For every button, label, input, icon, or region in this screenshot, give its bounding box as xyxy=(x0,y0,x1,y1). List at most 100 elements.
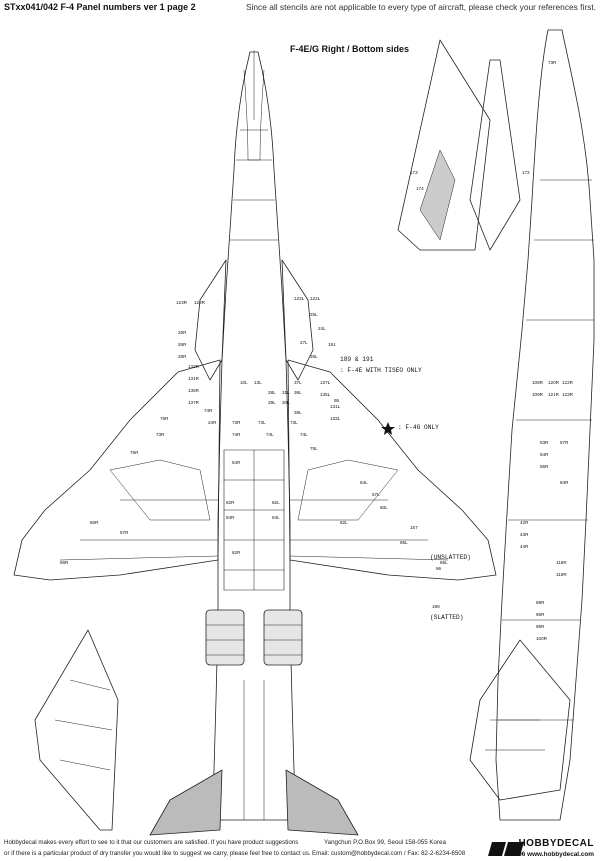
panel-label: 53R xyxy=(540,440,549,445)
left-wing-outline xyxy=(13,359,221,581)
panel-label: 173 xyxy=(410,170,418,175)
panel-label: 137R xyxy=(188,400,199,405)
left-stabilator xyxy=(149,769,223,836)
left-nozzle xyxy=(205,609,245,666)
panel-label: 24R xyxy=(208,420,217,425)
panel-label: 120R xyxy=(548,380,559,385)
view-subtitle: F-4E/G Right / Bottom sides xyxy=(290,44,410,54)
panel-label: 64L xyxy=(360,480,368,485)
panel-label: 26L xyxy=(310,354,318,359)
panel-label: 96 xyxy=(436,566,442,571)
disclaimer-line-1: Hobbydecal makes every effort to see to … xyxy=(4,839,299,846)
panel-label: 28R xyxy=(178,354,187,359)
panel-label: 157 xyxy=(410,525,418,530)
panel-label: 26R xyxy=(178,342,187,347)
fuselage-outline xyxy=(211,51,297,821)
sheet-title: STxx041/042 F-4 Panel numbers ver 1 page… xyxy=(4,2,196,12)
panel-label: 37L xyxy=(294,380,302,385)
panel-label: 74R xyxy=(204,408,213,413)
panel-label: 82R xyxy=(226,500,235,505)
unslatted-note: (UNSLATTED) xyxy=(430,554,471,561)
panel-label: 131R xyxy=(188,376,199,381)
panel-label: 43R xyxy=(520,532,529,537)
contact-info: Email: custom@hobbydecal.com / Fax: 82-2… xyxy=(312,850,466,857)
panel-label: 56R xyxy=(540,464,549,469)
panel-label: 73L xyxy=(290,420,298,425)
panel-label: 123R xyxy=(176,300,187,305)
panel-label: 74L xyxy=(300,432,308,437)
panel-label: 62L xyxy=(340,520,348,525)
panel-label: 10L xyxy=(240,380,248,385)
panel-label: 74L xyxy=(266,432,274,437)
panel-label: 108R xyxy=(532,380,543,385)
right-wing-outline xyxy=(287,359,497,581)
panel-label: 54R xyxy=(540,452,549,457)
panel-label: 174 xyxy=(416,186,424,191)
tisco-note-text: : F-4E WITH TISEO ONLY xyxy=(340,367,422,374)
f4g-star-marker xyxy=(381,422,395,435)
panel-label: 65L xyxy=(440,560,448,565)
panel-label: 36L xyxy=(294,390,302,395)
panel-label: 135L xyxy=(320,392,331,397)
panel-label: 66R xyxy=(60,560,69,565)
panel-label: 88R xyxy=(536,600,545,605)
panel-label: 84R xyxy=(226,515,235,520)
website-link[interactable]: © 2006 www.hobbydecal.com xyxy=(504,851,594,858)
left-intake xyxy=(194,259,227,381)
hobbydecal-logo-icon xyxy=(488,842,524,856)
right-nozzle xyxy=(263,609,303,666)
panel-label: 29L xyxy=(268,400,276,405)
panel-label: 73L xyxy=(258,420,266,425)
panel-label: 122L xyxy=(310,296,321,301)
f4g-only-note: : F-4G ONLY xyxy=(398,424,439,431)
panel-label: 66L xyxy=(400,540,408,545)
side-view-outline xyxy=(495,29,595,821)
reference-notice: Since all stencils are not applicable to… xyxy=(245,2,596,12)
slatted-note: (SLATTED) xyxy=(430,614,464,621)
panel-label: 75R xyxy=(130,450,139,455)
panel-label: 31L xyxy=(282,390,290,395)
right-intake xyxy=(281,259,314,381)
nose-detail-insert xyxy=(397,39,491,251)
panel-label: 60L xyxy=(380,505,388,510)
panel-label: 25L xyxy=(310,312,318,317)
panel-label: 122R xyxy=(194,300,205,305)
panel-label: 42R xyxy=(520,520,529,525)
panel-label: 38L xyxy=(294,410,302,415)
panel-label: 100R xyxy=(536,636,547,641)
panel-label: 131L xyxy=(330,404,341,409)
panel-label: 133L xyxy=(330,416,341,421)
panel-label: 118R xyxy=(556,560,567,565)
panel-label: 119R xyxy=(556,572,567,577)
panel-label: 73R xyxy=(156,432,165,437)
panel-label: 73R xyxy=(232,420,241,425)
postal-address: Yangchun P.O.Box 99, Seoul 158-055 Korea xyxy=(324,839,446,846)
panel-label: 122R xyxy=(562,380,573,385)
panel-label: 123R xyxy=(562,392,573,397)
right-stabilator xyxy=(285,769,359,836)
panel-label: 62R xyxy=(232,550,241,555)
panel-label: 82L xyxy=(272,500,280,505)
panel-label: 133R xyxy=(188,364,199,369)
panel-label: 172 xyxy=(522,170,530,175)
panel-label: 57R xyxy=(560,440,569,445)
panel-label: 24L xyxy=(318,326,326,331)
panel-label: 25R xyxy=(178,330,187,335)
panel-label: 96R xyxy=(536,624,545,629)
panel-label: 123L xyxy=(294,296,305,301)
panel-label: 84L xyxy=(272,515,280,520)
panel-label: 44R xyxy=(520,544,529,549)
panel-label: 191 xyxy=(328,342,336,347)
panel-label: 121R xyxy=(548,392,559,397)
panel-label: 137L xyxy=(320,380,331,385)
disclaimer-line-2: or if there is a particular product of d… xyxy=(4,850,311,857)
brand-name: HOBBYDECAL xyxy=(518,838,594,849)
tisco-note-numbers: 189 & 191 xyxy=(340,356,374,363)
outer-wing-panel xyxy=(34,629,119,831)
tail-fin-side xyxy=(469,639,571,801)
panel-label: 189 xyxy=(432,604,440,609)
panel-label: 13L xyxy=(254,380,262,385)
panel-label: 95 xyxy=(334,398,340,403)
panel-label: 76R xyxy=(160,416,169,421)
